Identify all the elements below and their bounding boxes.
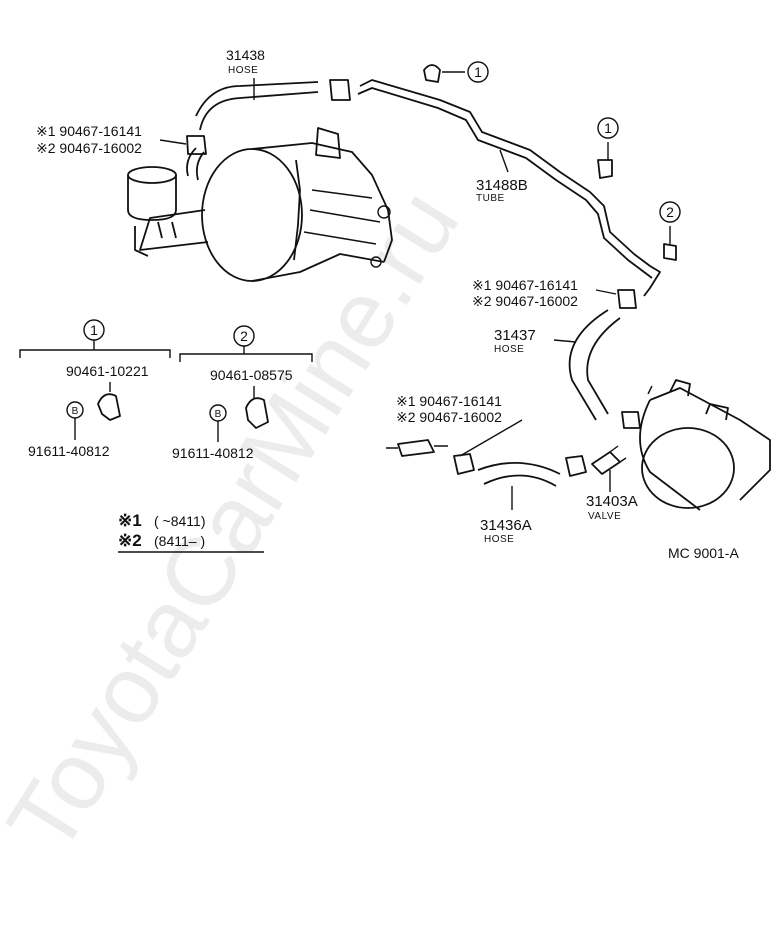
hose-fitting [397, 439, 435, 457]
svg-text:1: 1 [474, 64, 482, 80]
group-1-marker: 1 [90, 322, 98, 338]
clip-lower [453, 453, 475, 475]
watermark: ToyotaCarMine.ru [0, 172, 479, 871]
note-1-mark: ※1 [118, 511, 142, 530]
part-number-31437: 31437 [494, 327, 536, 344]
serial-notes: ※1 ( ~8411) ※2 (8411– ) [118, 511, 264, 553]
vacuum-tank [639, 379, 771, 511]
part-type-31438: HOSE [228, 65, 258, 76]
tube-clamp-1b [597, 159, 613, 179]
svg-text:2: 2 [666, 204, 674, 220]
group-2: 2 90461-08575 B 91611-40812 [172, 325, 313, 461]
clip-label-mid-right-2: ※2 90467-16002 [472, 293, 578, 309]
svg-text:1: 1 [604, 120, 612, 136]
part-type-31403a: VALVE [588, 511, 621, 522]
group-1-bolt-icon: B [72, 406, 79, 417]
note-1-range: ( ~8411) [154, 513, 206, 529]
clip-hose-end [329, 79, 351, 101]
group-1-bolt: 91611-40812 [28, 443, 110, 459]
part-number-31403a: 31403A [586, 493, 638, 510]
part-type-31436a: HOSE [484, 534, 514, 545]
tube-clamp-2 [663, 243, 677, 261]
valve-31403a [591, 451, 621, 475]
clip-label-lower-1: ※1 90467-16141 [396, 393, 502, 409]
group-2-marker: 2 [240, 328, 248, 344]
brake-booster-assembly [127, 127, 393, 282]
group-1-clamp-icon [97, 393, 121, 421]
note-2-range: (8411– ) [154, 533, 205, 549]
group-1: 1 90461-10221 B 91611-40812 [19, 319, 171, 459]
group-2-clamp: 90461-08575 [210, 367, 293, 383]
clip-top-left [186, 135, 207, 155]
clip-label-mid-right-1: ※1 90467-16141 [472, 277, 578, 293]
group-1-clamp: 90461-10221 [66, 363, 149, 379]
part-number-31438: 31438 [226, 47, 265, 63]
part-number-31488b: 31488B [476, 177, 528, 194]
group-2-bolt: 91611-40812 [172, 445, 254, 461]
hose-31438 [199, 91, 319, 131]
group-2-clamp-icon [245, 397, 269, 429]
clip-label-top-left-1: ※1 90467-16141 [36, 123, 142, 139]
callout-1-right: 1 [597, 117, 619, 139]
part-type-31437: HOSE [494, 344, 524, 355]
clip-valve-side [565, 455, 587, 477]
group-2-bolt-icon: B [215, 409, 222, 420]
callout-1-top: 1 [467, 61, 489, 83]
hose-31436a [477, 462, 561, 475]
hose-31437 [568, 309, 609, 421]
tube-31488b [359, 79, 661, 297]
part-type-31488b: TUBE [476, 193, 505, 204]
clip-label-top-left-2: ※2 90467-16002 [36, 140, 142, 156]
tube-clamp-1 [423, 64, 441, 83]
diagram-code: MC 9001-A [668, 545, 739, 561]
note-2-mark: ※2 [118, 531, 142, 550]
part-number-31436a: 31436A [480, 517, 532, 534]
clip-mid-right [617, 289, 637, 309]
clip-tank-upper [621, 411, 641, 429]
callout-2-right: 2 [659, 201, 681, 223]
clip-label-lower-2: ※2 90467-16002 [396, 409, 502, 425]
